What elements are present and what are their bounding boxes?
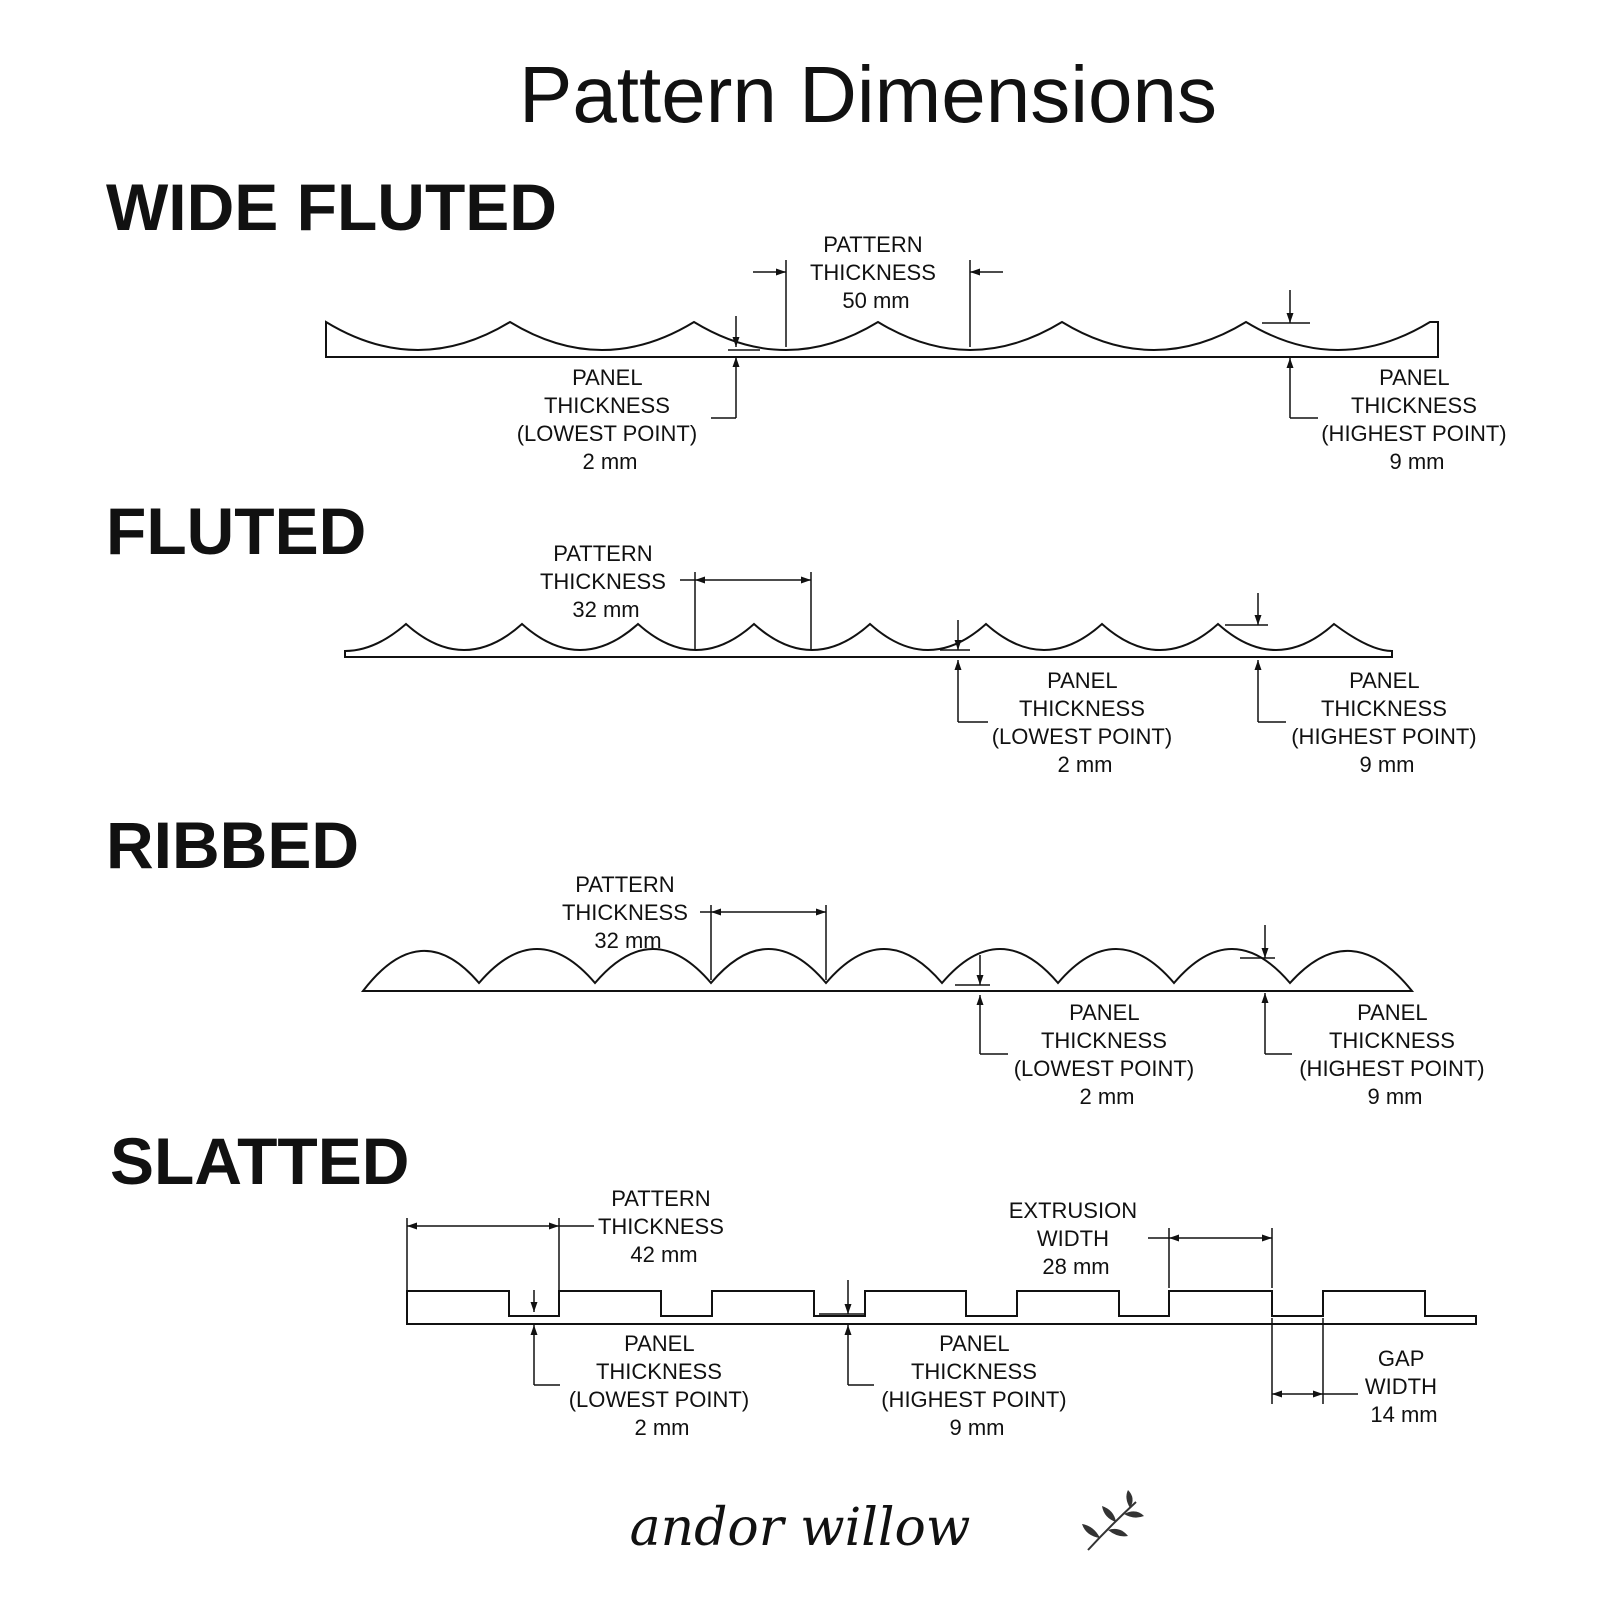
- brand-logo: andor willow: [630, 1490, 1144, 1558]
- panel-thickness-highest-label: PANEL THICKNESS (HIGHEST POINT) 9 mm: [1299, 1000, 1491, 1109]
- panel-thickness-highest-label: PANEL THICKNESS (HIGHEST POINT) 9 mm: [881, 1331, 1073, 1440]
- section-title-wide-fluted: WIDE FLUTED: [106, 170, 557, 244]
- slatted-gap-dimension: GAP WIDTH 14 mm: [1271, 1318, 1443, 1427]
- wide-fluted-lowest-point-dimension: PANEL THICKNESS (LOWEST POINT) 2 mm: [517, 316, 760, 474]
- fluted-highest-point-dimension: PANEL THICKNESS (HIGHEST POINT) 9 mm: [1225, 593, 1483, 777]
- slatted-pattern-dimension: PATTERN THICKNESS 42 mm: [406, 1186, 730, 1290]
- extrusion-width-label: EXTRUSION WIDTH 28 mm: [1009, 1198, 1143, 1279]
- slatted-profile: [406, 1290, 1477, 1325]
- leaf-sprig-icon: [1082, 1490, 1144, 1551]
- pattern-thickness-label: PATTERN THICKNESS 42 mm: [598, 1186, 730, 1267]
- ribbed-highest-point-dimension: PANEL THICKNESS (HIGHEST POINT) 9 mm: [1240, 925, 1491, 1109]
- page-title: Pattern Dimensions: [519, 50, 1217, 139]
- brand-wordmark: andor willow: [630, 1498, 971, 1558]
- section-fluted: FLUTED PATTERN THICKNESS 32 mm PANEL THI…: [106, 494, 1483, 777]
- ribbed-lowest-point-dimension: PANEL THICKNESS (LOWEST POINT) 2 mm: [955, 955, 1201, 1109]
- slatted-highest-point-dimension: PANEL THICKNESS (HIGHEST POINT) 9 mm: [819, 1280, 1073, 1440]
- panel-thickness-lowest-label: PANEL THICKNESS (LOWEST POINT) 2 mm: [1014, 1000, 1201, 1109]
- wide-fluted-pattern-dimension: PATTERN THICKNESS 50 mm: [753, 232, 1003, 347]
- fluted-lowest-point-dimension: PANEL THICKNESS (LOWEST POINT) 2 mm: [940, 620, 1179, 777]
- section-title-ribbed: RIBBED: [106, 808, 359, 882]
- panel-thickness-highest-label: PANEL THICKNESS (HIGHEST POINT) 9 mm: [1321, 365, 1513, 474]
- slatted-extrusion-dimension: EXTRUSION WIDTH 28 mm: [1009, 1198, 1273, 1288]
- gap-width-label: GAP WIDTH 14 mm: [1365, 1346, 1443, 1427]
- section-slatted: SLATTED PATTERN THICKNESS 42 mm EXTRUSIO…: [110, 1124, 1477, 1440]
- section-title-slatted: SLATTED: [110, 1124, 409, 1198]
- panel-thickness-lowest-label: PANEL THICKNESS (LOWEST POINT) 2 mm: [992, 668, 1179, 777]
- pattern-thickness-label: PATTERN THICKNESS 32 mm: [540, 541, 672, 622]
- ribbed-pattern-dimension: PATTERN THICKNESS 32 mm: [562, 872, 827, 980]
- panel-thickness-lowest-label: PANEL THICKNESS (LOWEST POINT) 2 mm: [569, 1331, 756, 1440]
- ribbed-profile: [360, 948, 1415, 992]
- section-title-fluted: FLUTED: [106, 494, 366, 568]
- panel-thickness-lowest-label: PANEL THICKNESS (LOWEST POINT) 2 mm: [517, 365, 704, 474]
- fluted-pattern-dimension: PATTERN THICKNESS 32 mm: [540, 541, 812, 650]
- slatted-lowest-point-dimension: PANEL THICKNESS (LOWEST POINT) 2 mm: [530, 1290, 756, 1440]
- section-wide-fluted: WIDE FLUTED PATTERN THICKNESS 50 mm PANE…: [106, 170, 1513, 474]
- fluted-profile: [344, 622, 1393, 658]
- pattern-thickness-label: PATTERN THICKNESS 32 mm: [562, 872, 694, 953]
- wide-fluted-profile: [325, 320, 1439, 358]
- wide-fluted-highest-point-dimension: PANEL THICKNESS (HIGHEST POINT) 9 mm: [1262, 290, 1513, 474]
- panel-thickness-highest-label: PANEL THICKNESS (HIGHEST POINT) 9 mm: [1291, 668, 1483, 777]
- pattern-thickness-label: PATTERN THICKNESS 50 mm: [810, 232, 942, 313]
- section-ribbed: RIBBED PATTERN THICKNESS 32 mm PANEL THI…: [106, 808, 1491, 1109]
